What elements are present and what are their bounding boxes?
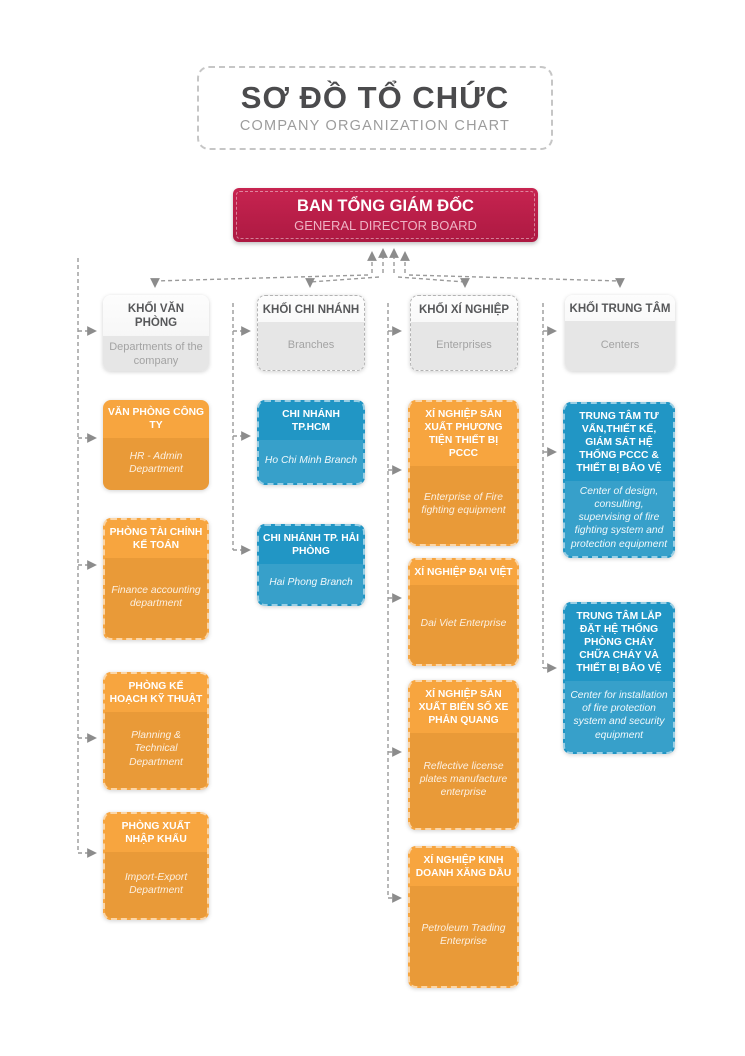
node-van-phong-cong-ty: VĂN PHÒNG CÔNG TY HR - Admin Department [103,400,209,490]
node-title: XÍ NGHIỆP KINH DOANH XĂNG DẦU [415,855,512,879]
header-subtitle: Branches [258,322,364,370]
header-subtitle: Enterprises [411,322,517,370]
header-title: KHỐI CHI NHÁNH [262,304,360,316]
header-title: KHỐI VĂN PHÒNG [127,303,185,330]
board-title: BAN TỔNG GIÁM ĐỐC [297,196,474,215]
header-subtitle: Centers [565,321,675,371]
node-general-director-board: BAN TỔNG GIÁM ĐỐC GENERAL DIRECTOR BOARD [233,188,538,242]
node-title: TRUNG TÂM TƯ VẤN,THIẾT KẾ, GIÁM SÁT HỆ T… [576,411,662,474]
node-subtitle: HR - Admin Department [103,437,209,490]
node-title: PHÒNG TÀI CHÍNH KẾ TOÁN [109,527,203,551]
node-xn-xang-dau: XÍ NGHIỆP KINH DOANH XĂNG DẦU Petroleum … [408,846,519,988]
node-xn-pccc: XÍ NGHIỆP SẢN XUẤT PHƯƠNG TIỆN THIẾT BỊ … [408,400,519,546]
board-subtitle: GENERAL DIRECTOR BOARD [294,217,477,233]
node-title: PHÒNG KẾ HOẠCH KỸ THUẬT [109,681,203,705]
node-subtitle: Petroleum Trading Enterprise [410,885,517,986]
node-tai-chinh-ke-toan: PHÒNG TÀI CHÍNH KẾ TOÁN Finance accounti… [103,518,209,640]
node-xuat-nhap-khau: PHÒNG XUẤT NHẬP KHẨU Import-Export Depar… [103,812,209,920]
node-subtitle: Dai Viet Enterprise [410,584,517,664]
node-chi-nhanh-hai-phong: CHI NHÁNH TP. HẢI PHÒNG Hai Phong Branch [257,524,365,606]
node-xn-dai-viet: XÍ NGHIỆP ĐẠI VIỆT Dai Viet Enterprise [408,558,519,666]
node-subtitle: Ho Chi Minh Branch [259,439,363,483]
header-subtitle: Departments of the company [103,335,209,371]
node-title: XÍ NGHIỆP SẢN XUẤT BIỂN SỐ XE PHẢN QUANG [418,689,509,726]
node-subtitle: Planning & Technical Department [105,711,207,788]
header-khoi-xi-nghiep: KHỐI XÍ NGHIỆP Enterprises [410,295,518,371]
node-title: PHÒNG XUẤT NHẬP KHẨU [121,821,191,845]
node-title: VĂN PHÒNG CÔNG TY [107,407,205,431]
chart-title-box: SƠ ĐỒ TỔ CHỨC COMPANY ORGANIZATION CHART [197,66,553,150]
node-subtitle: Center of design, consulting, supervisin… [565,480,673,556]
chart-subtitle: COMPANY ORGANIZATION CHART [239,118,511,135]
header-title: KHỐI XÍ NGHIỆP [418,304,510,316]
header-khoi-chi-nhanh: KHỐI CHI NHÁNH Branches [257,295,365,371]
node-subtitle: Reflective license plates manufacture en… [410,732,517,828]
node-ke-hoach-ky-thuat: PHÒNG KẾ HOẠCH KỸ THUẬT Planning & Techn… [103,672,209,790]
node-title: CHI NHÁNH TP. HẢI PHÒNG [263,533,359,557]
node-subtitle: Finance accounting department [105,557,207,638]
node-chi-nhanh-hcm: CHI NHÁNH TP.HCM Ho Chi Minh Branch [257,400,365,485]
header-title: KHỐI TRUNG TÂM [569,303,671,315]
node-subtitle: Center for installation of fire protecti… [565,680,673,752]
node-xn-bien-so-xe: XÍ NGHIỆP SẢN XUẤT BIỂN SỐ XE PHẢN QUANG… [408,680,519,830]
node-title: XÍ NGHIỆP ĐẠI VIỆT [414,567,513,578]
node-title: XÍ NGHIỆP SẢN XUẤT PHƯƠNG TIỆN THIẾT BỊ … [424,409,503,459]
node-tt-tu-van-thiet-ke: TRUNG TÂM TƯ VẤN,THIẾT KẾ, GIÁM SÁT HỆ T… [563,402,675,558]
node-title: CHI NHÁNH TP.HCM [282,409,340,433]
node-title: TRUNG TÂM LẮP ĐẶT HỆ THỐNG PHÒNG CHÁY CH… [576,611,662,674]
header-khoi-trung-tam: KHỐI TRUNG TÂM Centers [565,295,675,371]
node-subtitle: Import-Export Department [105,851,207,918]
node-subtitle: Hai Phong Branch [259,563,363,604]
node-tt-lap-dat: TRUNG TÂM LẮP ĐẶT HỆ THỐNG PHÒNG CHÁY CH… [563,602,675,754]
chart-title: SƠ ĐỒ TỔ CHỨC [240,79,510,115]
header-khoi-van-phong: KHỐI VĂN PHÒNG Departments of the compan… [103,295,209,371]
node-subtitle: Enterprise of Fire fighting equipment [410,465,517,544]
